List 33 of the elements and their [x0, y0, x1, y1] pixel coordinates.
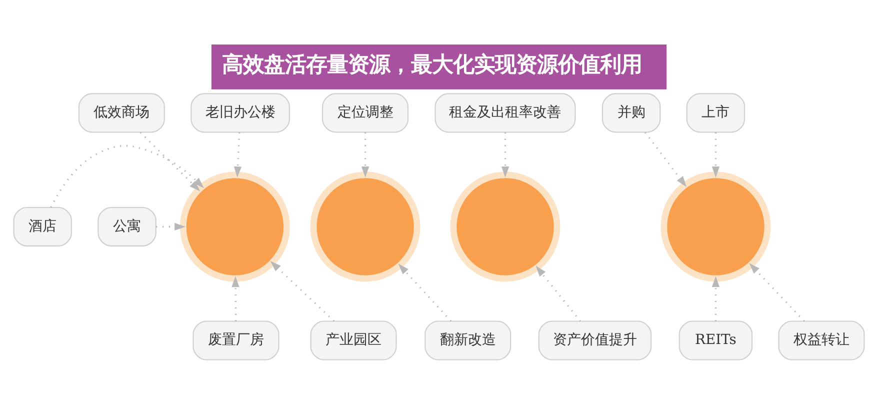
arrow	[270, 261, 334, 322]
arrow	[139, 132, 200, 192]
node-box: 产业园区	[310, 320, 396, 360]
node-box: 老旧办公楼	[190, 93, 290, 133]
node-box: 定位调整	[322, 93, 408, 133]
arrow	[398, 264, 452, 322]
node-circle	[450, 172, 560, 282]
node-circle	[310, 172, 420, 282]
arrow	[360, 132, 369, 178]
diagram-title: 高效盘活存量资源，最大化实现资源价值利用	[222, 52, 642, 78]
node-box: 低效商场	[78, 93, 164, 133]
node-circle	[179, 172, 290, 282]
node-circle	[660, 172, 770, 282]
node-box: 公寓	[97, 206, 156, 246]
node-box: 废置厂房	[192, 320, 279, 360]
node-box: 酒店	[12, 206, 72, 246]
node-box: REITs	[678, 320, 752, 360]
node-box: 资产价值提升	[538, 320, 652, 360]
node-box: 上市	[686, 93, 745, 133]
node-box: 租金及出租率改善	[434, 93, 576, 133]
arrow	[231, 276, 239, 322]
node-box: 并购	[601, 93, 660, 133]
node-box: 翻新改造	[424, 320, 511, 360]
arrow	[50, 144, 204, 208]
node-box: 权益转让	[778, 320, 864, 360]
arrow	[500, 132, 509, 178]
arrow	[644, 132, 686, 187]
arrow	[156, 222, 185, 231]
arrow	[535, 266, 581, 322]
arrow	[711, 276, 720, 322]
arrow	[711, 132, 720, 178]
arrow	[748, 263, 804, 322]
arrow	[233, 132, 242, 178]
